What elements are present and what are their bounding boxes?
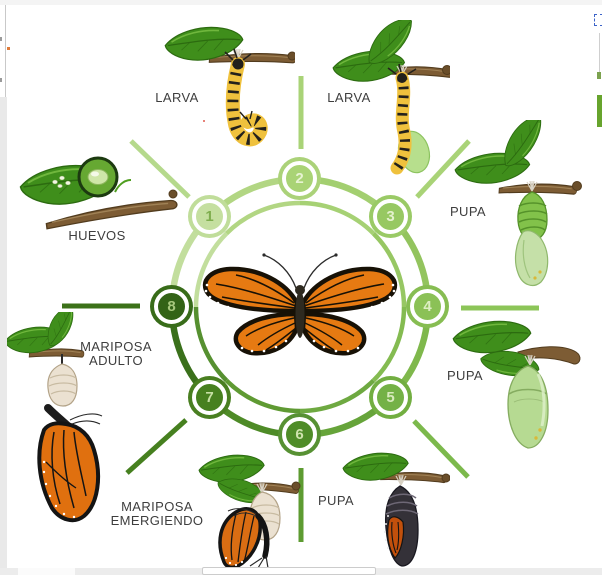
top-edge-strip <box>0 0 602 5</box>
bottom-scrollbar-segment[interactable] <box>18 568 75 575</box>
right-edge-divider <box>599 33 600 77</box>
stage-8-marker: 8 <box>154 289 189 324</box>
monarch-butterfly-icon <box>202 253 398 356</box>
caterpillar-pupating-illustration <box>332 20 450 175</box>
stage-1-marker: 1 <box>192 199 227 234</box>
left-edge-panel <box>0 5 6 97</box>
right-green-chip <box>597 72 601 79</box>
smooth-chrysalis-illustration <box>452 320 581 449</box>
stage-5-marker: 5 <box>373 380 408 415</box>
stray-red-dot <box>203 120 205 122</box>
left-tick-1 <box>0 37 2 41</box>
fresh-chrysalis-illustration <box>454 120 582 286</box>
right-green-bar <box>597 95 602 127</box>
left-edge-scroll-area[interactable] <box>0 97 7 575</box>
left-tick-2 <box>0 78 2 82</box>
stage-label-mariposa-emergiendo: MARIPOSA EMERGIENDO <box>110 499 204 528</box>
stage-6-marker: 6 <box>282 417 317 452</box>
stage-label-larva-2: LARVA <box>327 90 371 105</box>
stage-7-marker: 7 <box>192 380 227 415</box>
stage-label-pupa-3: PUPA <box>317 493 355 508</box>
butterfly-emerging-illustration <box>198 454 301 570</box>
orange-marker-dot <box>7 47 10 50</box>
sector-separators <box>62 76 539 542</box>
stage-label-pupa-1: PUPA <box>449 204 487 219</box>
stage-label-mariposa-adulto: MARIPOSA ADULTO <box>80 339 152 368</box>
stage-label-larva-1: LARVA <box>155 90 199 105</box>
eggs-on-leaf-illustration <box>19 156 179 230</box>
caterpillar-hanging-illustration <box>164 26 295 147</box>
stage-2-marker: 2 <box>282 161 317 196</box>
stage-4-marker: 4 <box>410 289 445 324</box>
stage-3-marker: 3 <box>373 199 408 234</box>
bottom-scrollbar-thumb[interactable] <box>202 567 376 575</box>
stage-label-huevos: HUEVOS <box>68 228 126 243</box>
focused-element-outline[interactable] <box>594 14 602 26</box>
dark-chrysalis-illustration <box>342 452 450 567</box>
stage-label-pupa-2: PUPA <box>446 368 484 383</box>
adult-butterfly-illustration <box>4 312 103 523</box>
